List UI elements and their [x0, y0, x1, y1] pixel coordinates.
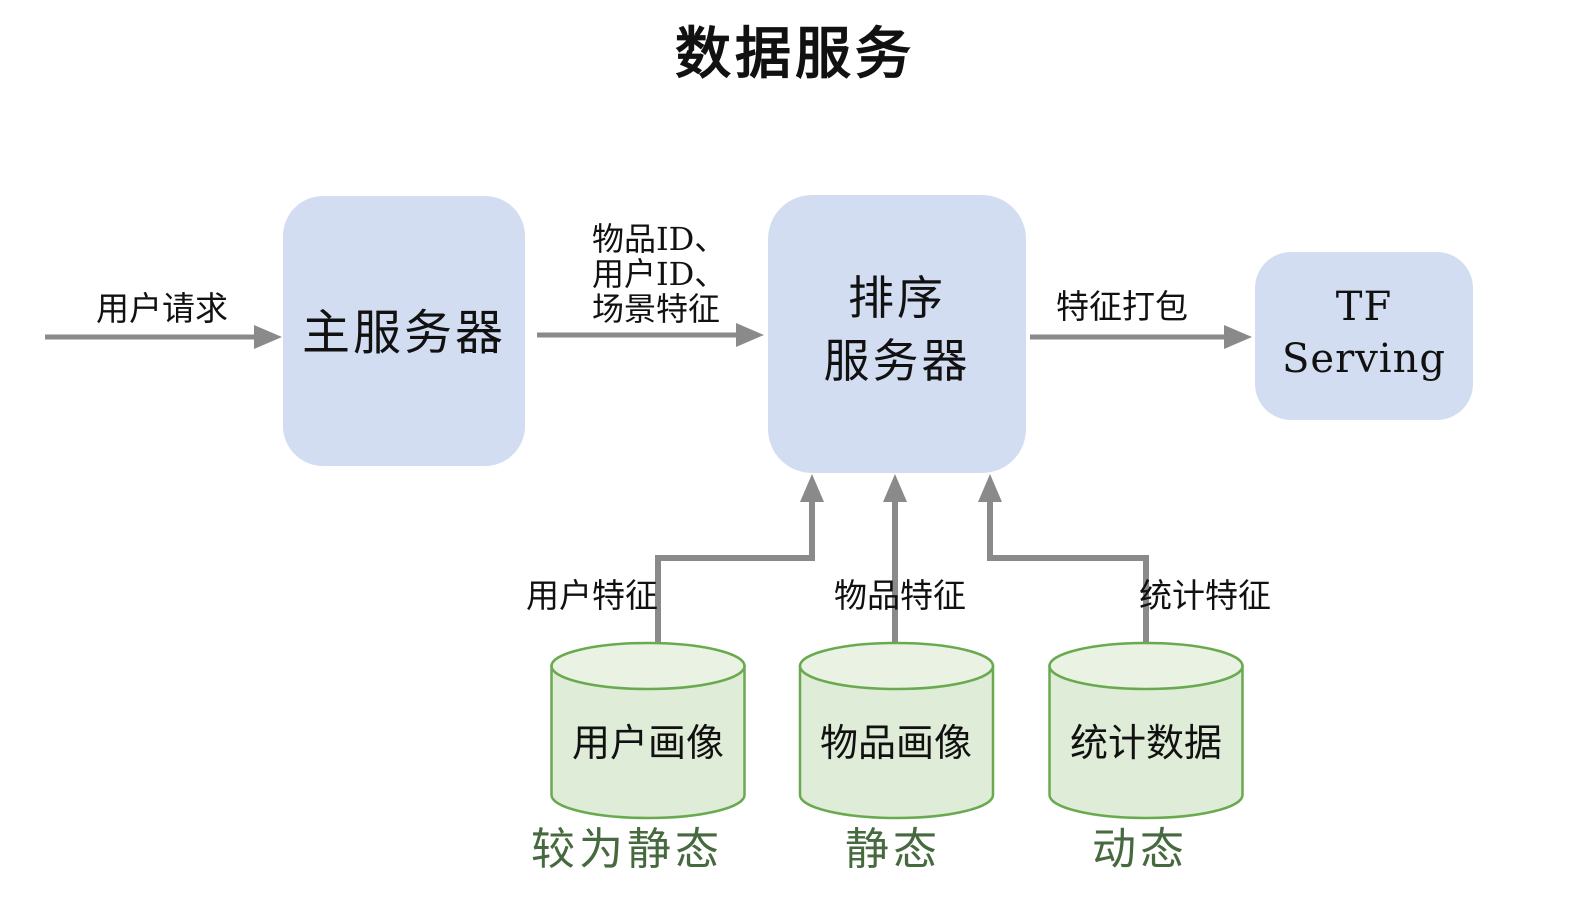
edge-ranking-input: 物品ID、 用户ID、 场景特征 [537, 220, 764, 347]
database-cylinder-top-icon [798, 641, 995, 691]
tf-serving-label-line1: TF [1336, 284, 1392, 330]
database-item-profile: 物品画像 静态 [798, 641, 995, 875]
ranking-server-label-line1: 排序 [848, 271, 946, 325]
ranking-server-box [768, 195, 1026, 473]
database-cylinder-top-icon [550, 641, 746, 691]
user-features-connector-line [655, 500, 815, 650]
ranking-input-label-line2: 用户ID、 [592, 255, 726, 293]
edge-stat-features: 统计特征 [978, 474, 1271, 650]
main-server-box [283, 196, 525, 466]
stat-features-label: 统计特征 [1139, 576, 1271, 615]
database-item-profile-caption: 静态 [845, 824, 941, 875]
main-server-label: 主服务器 [302, 305, 506, 361]
database-item-profile-label: 物品画像 [820, 721, 972, 765]
database-cylinder-icon [1048, 664, 1244, 820]
database-cylinder-icon [550, 664, 746, 820]
edge-feature-packing: 特征打包 [1030, 287, 1252, 349]
database-stats-label: 统计数据 [1070, 721, 1222, 765]
diagram-title: 数据服务 [675, 21, 915, 87]
database-cylinder-icon [798, 664, 995, 820]
user-features-label: 用户特征 [526, 576, 658, 615]
user-features-arrowhead-icon [800, 474, 824, 502]
item-features-arrowhead-icon [883, 474, 907, 502]
stat-features-arrowhead-icon [978, 474, 1002, 502]
database-stats-caption: 动态 [1092, 824, 1188, 875]
database-stats: 统计数据 动态 [1048, 641, 1244, 875]
database-user-profile-label: 用户画像 [572, 721, 724, 765]
ranking-server-label-line2: 服务器 [824, 334, 971, 388]
database-cylinder-top-icon [1048, 641, 1244, 691]
feature-packing-arrowhead-icon [1224, 325, 1252, 349]
edge-user-request: 用户请求 [45, 289, 282, 349]
stat-features-connector-line [987, 500, 1149, 650]
database-user-profile: 用户画像 较为静态 [531, 641, 746, 875]
node-ranking-server: 排序 服务器 [768, 195, 1026, 473]
tf-serving-box [1255, 252, 1473, 420]
user-request-arrowhead-icon [254, 325, 282, 349]
node-tf-serving: TF Serving [1255, 252, 1473, 420]
ranking-input-label-line3: 场景特征 [592, 290, 720, 328]
tf-serving-label-line2: Serving [1282, 336, 1446, 382]
item-features-label: 物品特征 [834, 576, 966, 615]
user-request-label: 用户请求 [96, 289, 228, 328]
feature-packing-label: 特征打包 [1056, 287, 1188, 326]
ranking-input-arrowhead-icon [736, 323, 764, 347]
edge-user-features: 用户特征 [526, 474, 824, 650]
database-user-profile-caption: 较为静态 [531, 824, 723, 875]
ranking-input-label-line1: 物品ID、 [592, 220, 726, 258]
node-main-server: 主服务器 [283, 196, 525, 466]
edge-item-features: 物品特征 [834, 474, 966, 652]
